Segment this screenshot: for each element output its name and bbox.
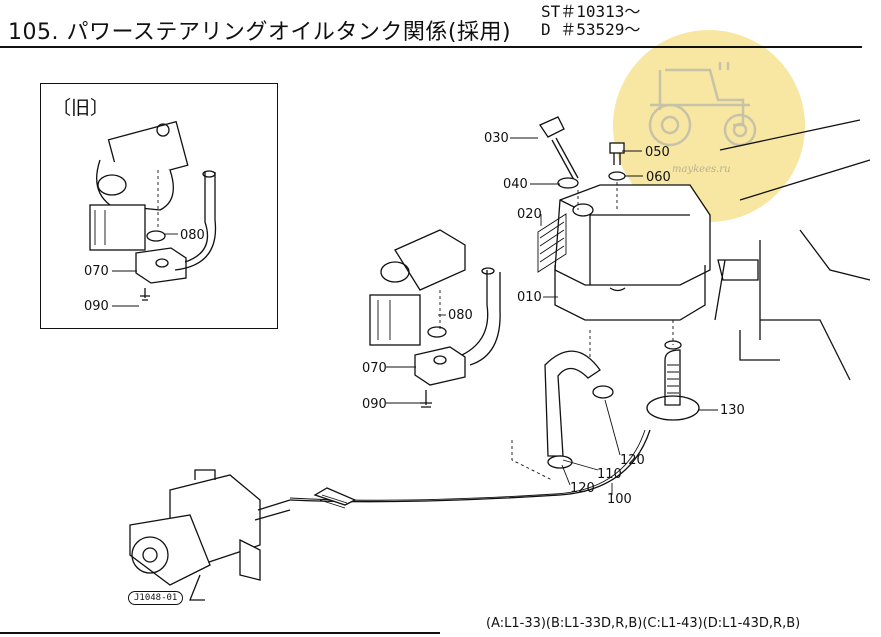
part-050: 050 [645,145,670,160]
suction-hose [511,330,614,481]
part-070: 070 [362,361,387,376]
part-120-lower: 120 [570,481,595,496]
inset-label: 〔旧〕 [52,97,110,119]
hose-line [289,429,651,509]
return-hose [646,320,700,421]
part-090-old: 090 [84,299,109,314]
part-070-old: 070 [84,264,109,279]
model-applicability: (A:L1-33)(B:L1-33D,R,B)(C:L1-43)(D:L1-43… [486,616,801,631]
footer-rule [0,632,440,634]
part-100: 100 [607,492,632,507]
inset-old-assembly [89,120,217,301]
header-rule [0,46,862,48]
inset-frame [40,83,278,329]
part-090: 090 [362,397,387,412]
diagram-code: J1048-01 [128,591,184,605]
part-010: 010 [517,290,542,305]
part-080: 080 [448,308,473,323]
part-030: 030 [484,131,509,146]
serial-line-d: D ＃53529〜 [541,20,641,39]
bolt-washer [608,142,626,212]
part-080-old: 080 [180,228,205,243]
steering-gearbox [129,469,291,601]
pump-assembly [369,229,501,408]
frame-bracket [714,119,871,381]
oil-tank [537,184,711,321]
watermark-logo: maykees.ru [613,30,805,222]
part-040: 040 [503,177,528,192]
part-130: 130 [720,403,745,418]
dipstick-cap [539,116,579,210]
page-title: 105. パワーステアリングオイルタンク関係(採用) [8,20,512,45]
leader-lines [112,137,718,495]
serial-line-st: ST＃10313〜 [541,2,641,21]
watermark-text: maykees.ru [672,164,731,175]
part-120-upper: 120 [620,453,645,468]
part-110: 110 [597,467,622,482]
part-060: 060 [646,170,671,185]
serial-range: ST＃10313〜 D ＃53529〜 [541,3,640,39]
part-020: 020 [517,207,542,222]
